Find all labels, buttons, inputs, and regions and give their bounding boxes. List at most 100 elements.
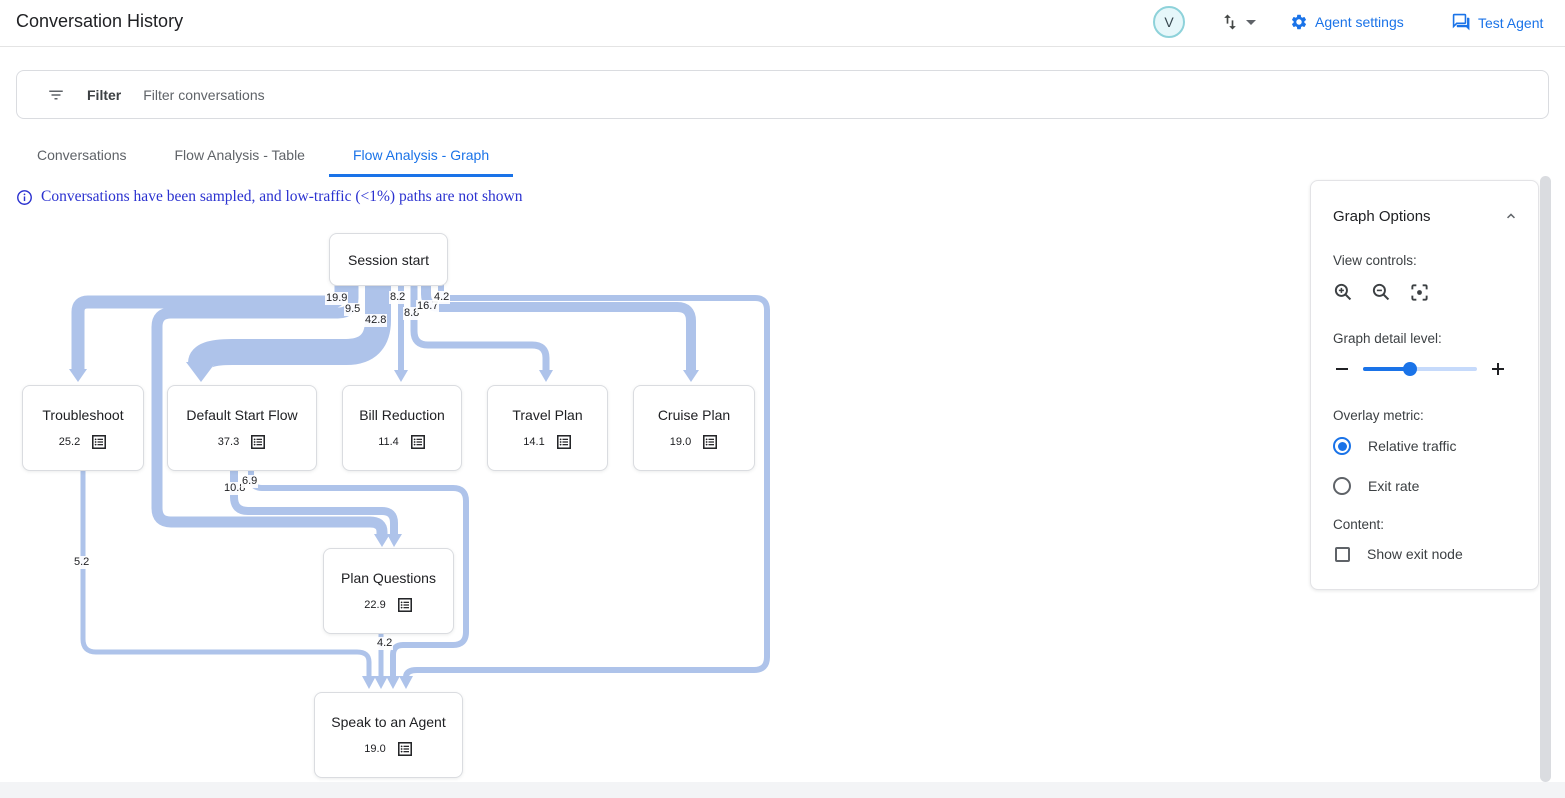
collapse-panel-button[interactable]	[1502, 207, 1520, 225]
radio-button-selected[interactable]	[1333, 437, 1351, 455]
tab-flow-analysis-table[interactable]: Flow Analysis - Table	[174, 146, 305, 163]
radio-label: Exit rate	[1368, 478, 1420, 494]
gear-icon	[1290, 13, 1308, 31]
vertical-scrollbar[interactable]	[1540, 176, 1551, 782]
node-details-icon[interactable]	[702, 434, 718, 450]
radio-button-unselected[interactable]	[1333, 477, 1351, 495]
graph-options-panel: Graph Options View controls: Graph detai…	[1310, 180, 1539, 590]
sampling-notice: Conversations have been sampled, and low…	[16, 188, 523, 206]
filter-conversations-input[interactable]: Filter conversations	[143, 86, 265, 103]
node-title: Speak to an Agent	[331, 713, 446, 730]
node-value: 19.0	[669, 435, 692, 448]
flow-arrowhead	[386, 676, 400, 689]
edge-label: 42.8	[364, 314, 388, 327]
filter-bar[interactable]: Filter Filter conversations	[16, 70, 1549, 119]
sampling-notice-text: Conversations have been sampled, and low…	[41, 188, 523, 205]
radio-relative-traffic[interactable]: Relative traffic	[1333, 437, 1520, 455]
node-title: Cruise Plan	[657, 406, 731, 423]
top-bar: Conversation History V Agent settings Te…	[0, 0, 1565, 47]
chat-icon	[1452, 13, 1471, 32]
checkbox-label: Show exit node	[1367, 546, 1463, 562]
edge-label: 5.2	[73, 556, 91, 569]
flow-node-bill-reduction[interactable]: Bill Reduction 11.4	[342, 385, 462, 471]
flow-arrowhead	[374, 534, 390, 547]
flow-node-travel-plan[interactable]: Travel Plan 14.1	[487, 385, 608, 471]
node-value: 11.4	[378, 435, 399, 448]
agent-settings-button[interactable]: Agent settings	[1290, 13, 1404, 31]
node-title: Default Start Flow	[186, 406, 298, 423]
node-value: 19.0	[364, 742, 386, 755]
flow-arrowhead	[394, 370, 408, 382]
flow-arrowhead	[539, 370, 553, 382]
node-title: Session start	[348, 251, 429, 268]
flow-arrowhead	[69, 369, 87, 382]
radio-exit-rate[interactable]: Exit rate	[1333, 477, 1520, 495]
node-title: Plan Questions	[341, 569, 436, 586]
flow-edge	[403, 285, 770, 678]
node-value: 37.3	[217, 435, 240, 448]
test-agent-label: Test Agent	[1478, 14, 1544, 31]
content-label: Content:	[1333, 517, 1385, 532]
tab-flow-analysis-graph[interactable]: Flow Analysis - Graph	[328, 135, 514, 177]
edge-label: 4.2	[376, 637, 394, 650]
node-title: Bill Reduction	[359, 406, 445, 423]
detail-level-slider[interactable]	[1363, 362, 1477, 376]
node-details-icon[interactable]	[410, 434, 426, 450]
node-value: 14.1	[523, 435, 545, 448]
sort-conversations-button[interactable]	[1220, 12, 1256, 32]
node-details-icon[interactable]	[397, 597, 413, 613]
node-title: Troubleshoot	[42, 406, 124, 423]
test-agent-button[interactable]: Test Agent	[1452, 13, 1543, 32]
node-value: 25.2	[58, 435, 81, 448]
flow-arrowhead	[683, 370, 699, 382]
overlay-metric-label: Overlay metric:	[1333, 408, 1424, 423]
chevron-down-icon	[1246, 19, 1256, 25]
edge-label: 8.2	[389, 291, 407, 304]
tab-conversations[interactable]: Conversations	[37, 146, 127, 163]
edge-label: 4.2	[433, 291, 451, 304]
increase-detail-icon[interactable]	[1489, 360, 1507, 378]
view-controls-label: View controls:	[1333, 253, 1417, 268]
edge-label: 9.5	[344, 303, 362, 316]
center-graph-icon[interactable]	[1409, 282, 1430, 303]
node-details-icon[interactable]	[91, 434, 107, 450]
tab-bar: Conversations Flow Analysis - Table Flow…	[13, 135, 514, 177]
flow-edge	[71, 285, 348, 370]
show-exit-node-checkbox[interactable]	[1335, 546, 1350, 562]
avatar[interactable]: V	[1153, 6, 1185, 38]
slider-thumb[interactable]	[1403, 362, 1417, 376]
agent-settings-label: Agent settings	[1315, 14, 1404, 30]
flow-edge	[421, 285, 696, 371]
flow-arrowhead	[387, 534, 402, 547]
swap-vert-icon	[1220, 12, 1240, 32]
node-title: Travel Plan	[512, 406, 583, 423]
flow-edge	[188, 285, 391, 369]
info-icon	[16, 189, 33, 206]
slider-fill	[1363, 367, 1410, 371]
zoom-out-icon[interactable]	[1371, 282, 1392, 303]
flow-node-speak-to-an-agent[interactable]: Speak to an Agent 19.0	[314, 692, 463, 778]
filter-icon	[47, 86, 65, 104]
node-details-icon[interactable]	[250, 434, 266, 450]
radio-label: Relative traffic	[1368, 438, 1457, 454]
horizontal-scrollbar-track[interactable]	[0, 782, 1565, 798]
node-details-icon[interactable]	[556, 434, 572, 450]
flow-node-troubleshoot[interactable]: Troubleshoot 25.2	[22, 385, 144, 471]
flow-arrowhead	[362, 676, 376, 689]
detail-level-label: Graph detail level:	[1333, 331, 1442, 346]
flow-node-cruise-plan[interactable]: Cruise Plan 19.0	[633, 385, 755, 471]
graph-options-title: Graph Options	[1333, 207, 1431, 225]
flow-arrowhead	[374, 676, 388, 689]
page-title: Conversation History	[16, 11, 184, 31]
flow-node-plan-questions[interactable]: Plan Questions 22.9	[323, 548, 454, 634]
edge-label: 6.9	[241, 475, 259, 488]
zoom-in-icon[interactable]	[1333, 282, 1354, 303]
decrease-detail-icon[interactable]	[1333, 360, 1351, 378]
node-details-icon[interactable]	[397, 741, 413, 757]
show-exit-node-option[interactable]: Show exit node	[1333, 546, 1520, 562]
flow-node-default-start-flow[interactable]: Default Start Flow 37.3	[167, 385, 317, 471]
flow-node-session-start[interactable]: Session start	[329, 233, 448, 286]
flow-arrowhead	[399, 676, 413, 689]
flow-arrowhead	[186, 362, 216, 382]
filter-label: Filter	[87, 86, 122, 103]
